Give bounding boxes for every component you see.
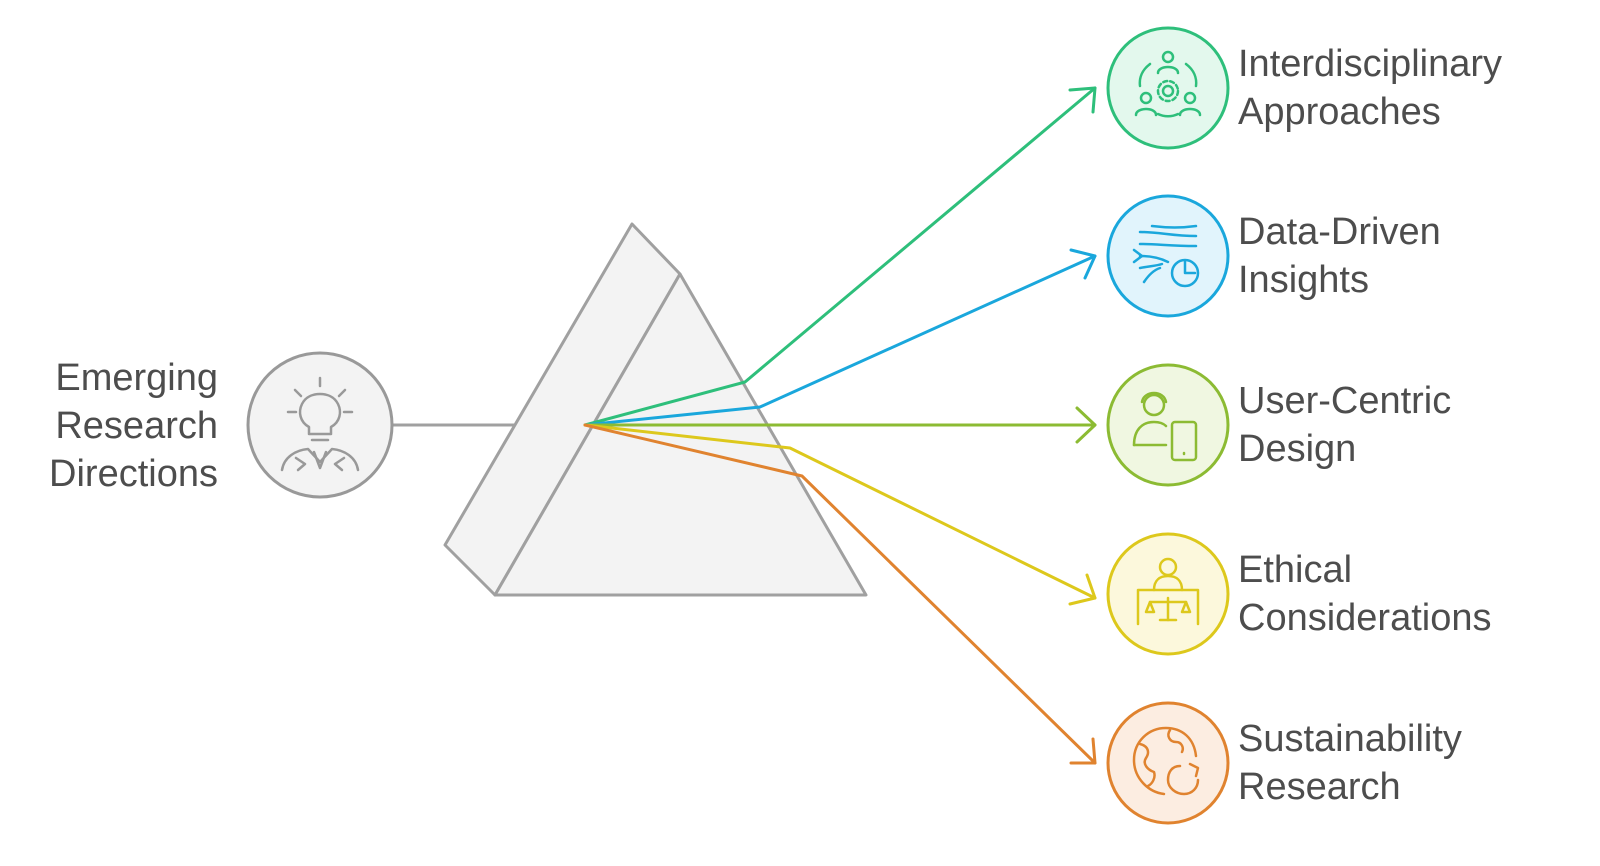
output-node-sustainability: [1106, 701, 1230, 825]
label-line-1: User-Centric: [1238, 380, 1452, 422]
label-ethical-considerations: Ethical Considerations: [1238, 546, 1491, 642]
beam-interdisciplinary: [583, 86, 1097, 427]
globe-recycle-icon: [1132, 726, 1200, 796]
label-user-centric-design: User-Centric Design: [1238, 377, 1451, 473]
output-beams: [583, 86, 1097, 765]
label-data-driven-insights: Data-Driven Insights: [1238, 208, 1441, 304]
data-flow-chart-icon: [1132, 224, 1200, 288]
justice-scale-icon: [1136, 557, 1200, 626]
source-node: [246, 351, 394, 499]
label-line-1: Interdisciplinary: [1238, 43, 1502, 85]
source-label-line-1: Emerging: [55, 357, 218, 399]
label-interdisciplinary-approaches: Interdisciplinary Approaches: [1238, 40, 1502, 136]
label-line-2: Design: [1238, 428, 1357, 470]
output-node-interdisciplinary: [1106, 26, 1230, 150]
label-line-1: Sustainability: [1238, 718, 1462, 760]
source-label-line-2: Research: [55, 405, 218, 447]
label-sustainability-research: Sustainability Research: [1238, 715, 1462, 811]
beam-ethical: [583, 423, 1097, 606]
beam-sustainability: [583, 423, 1097, 765]
label-line-2: Considerations: [1238, 597, 1492, 639]
prism: [443, 222, 868, 597]
label-line-2: Research: [1238, 766, 1401, 808]
output-node-user-centric: [1106, 363, 1230, 487]
beam-data-driven: [583, 248, 1097, 427]
user-device-icon: [1132, 391, 1198, 462]
label-line-2: Approaches: [1238, 91, 1441, 133]
output-node-data-driven: [1106, 194, 1230, 318]
source-label: Emerging Research Directions: [20, 354, 218, 498]
beam-user-centric: [583, 406, 1097, 444]
label-line-1: Data-Driven: [1238, 211, 1441, 253]
output-node-ethical: [1106, 532, 1230, 656]
lightbulb-person-icon: [280, 376, 360, 472]
source-label-line-3: Directions: [49, 453, 218, 495]
label-line-2: Insights: [1238, 259, 1369, 301]
label-line-1: Ethical: [1238, 549, 1353, 591]
team-collaboration-icon: [1134, 50, 1202, 118]
